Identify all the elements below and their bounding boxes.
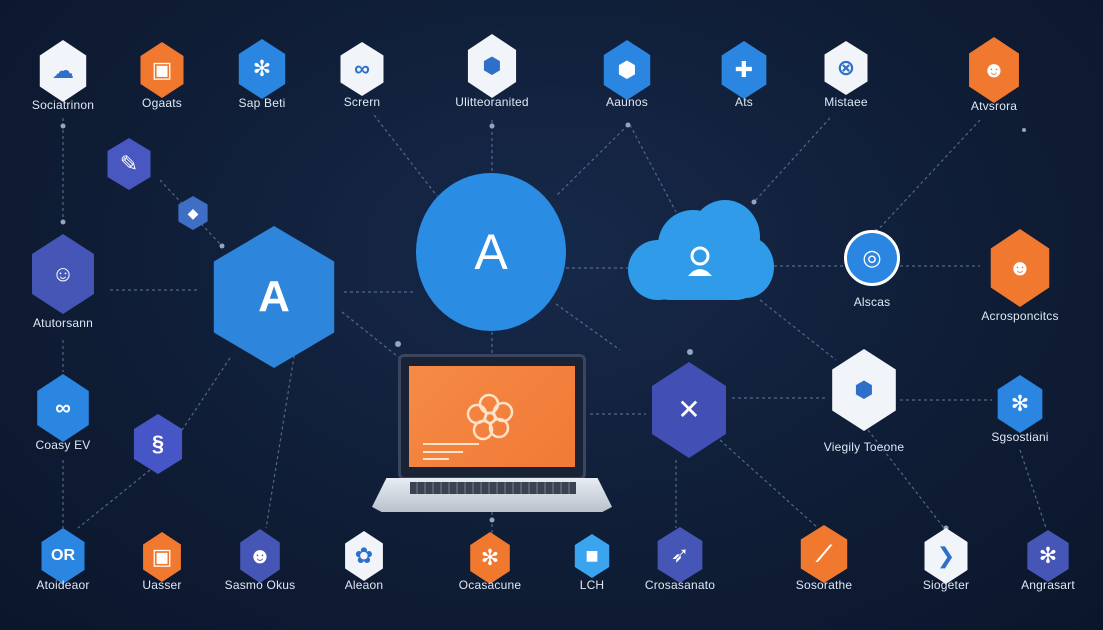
bottom-row-node-label: Ocasacune — [458, 578, 522, 592]
laptop-screen — [398, 354, 586, 480]
gear-icon: ✻ — [480, 545, 500, 570]
left-column-node-label: Coasy EV — [35, 438, 91, 452]
right-side-node-shape: ◎ — [844, 230, 900, 286]
small-node-indigo[interactable]: ✎ — [107, 138, 151, 190]
top-row-node-label: Atvsrora — [970, 99, 1018, 113]
top-row-node-label: Mistaee — [824, 95, 868, 109]
top-row-node-shape: ▣ — [140, 42, 184, 98]
face-icon: ☺ — [51, 261, 75, 286]
cloud-node[interactable] — [628, 200, 774, 304]
tools-icon: ✕ — [677, 394, 701, 425]
top-row-node-label: Ats — [735, 95, 753, 109]
top-row-node-shape: ⬢ — [603, 40, 651, 100]
cube-icon: ⬢ — [482, 53, 502, 78]
laptop-display — [409, 366, 575, 467]
bottom-row-node-label: Angrasart — [1021, 578, 1075, 592]
puzzle-icon: ✎ — [119, 151, 139, 176]
chain-icon: ⊗ — [836, 55, 856, 80]
small-node-indigo-2[interactable]: § — [133, 414, 183, 474]
small-node-blue[interactable]: ◆ — [178, 196, 208, 230]
square-icon: ■ — [585, 543, 599, 568]
right-side-node-label: Alscas — [853, 295, 891, 309]
top-row-node-label: Scrern — [343, 95, 381, 109]
top-row-node-label: Ogaats — [142, 96, 182, 110]
primary-hub-letter: A — [258, 272, 290, 321]
bottom-row-node-shape: ✻ — [470, 532, 510, 584]
top-row-node-label: Sociatrinon — [31, 98, 95, 112]
secondary-hub-letter: A — [474, 224, 508, 280]
secondary-hub[interactable]: A — [416, 173, 566, 331]
bottom-row-node-label: LCH — [579, 578, 605, 592]
chevron-icon: ❯ — [936, 543, 956, 568]
bottom-row-node-label: Atoideaor — [36, 578, 90, 592]
cube-icon: ⬢ — [854, 377, 874, 402]
right-side-node-label: Sgsostiani — [991, 430, 1049, 444]
right-side-node-shape: ⬢ — [832, 349, 896, 431]
top-row-node-label: Aaunos — [606, 95, 648, 109]
link-icon: ∞ — [354, 56, 370, 81]
gear-icon: ✻ — [1038, 543, 1058, 568]
or-icon: OR — [51, 547, 75, 564]
box-icon: ▣ — [151, 57, 173, 82]
person-icon: ☻ — [982, 57, 1006, 82]
flower-icon: ✿ — [354, 543, 374, 568]
bottom-row-node-label: Siogeter — [922, 578, 970, 592]
bottom-row-node-label: Sasmo Okus — [224, 578, 296, 592]
tools-node[interactable]: ✕ — [652, 362, 726, 458]
puzzle-icon: ✚ — [734, 57, 754, 82]
flower-icon — [423, 393, 514, 460]
person-icon — [682, 242, 718, 278]
top-row-node-shape: ☻ — [969, 37, 1019, 103]
bottom-row-node-shape: ✻ — [1027, 530, 1069, 582]
bottom-row-node-shape: ⟋ — [800, 525, 848, 583]
top-row-node-shape: ⊗ — [824, 41, 868, 95]
chart-icon: ⟋ — [816, 541, 832, 566]
gear-icon: ✻ — [252, 56, 272, 81]
top-row-node-label: Ulitteoranited — [455, 95, 529, 109]
bottom-row-node-label: Uasser — [142, 578, 182, 592]
circle-icon: ◎ — [862, 245, 882, 270]
right-side-node-label: Viegily Toeone — [823, 440, 905, 454]
cloud-person-icon: ☁ — [52, 58, 74, 83]
bottom-row-node-label: Aleaon — [344, 578, 384, 592]
left-column-node-label: Atutorsann — [32, 316, 94, 330]
bottom-row-node-label: Crosasanato — [644, 578, 716, 592]
swirl-icon: § — [151, 431, 165, 456]
bottom-row-node-label: Sosorathe — [795, 578, 853, 592]
person-icon: ☻ — [248, 543, 272, 568]
cube-icon: ◆ — [187, 204, 199, 221]
top-row-node-label: Sap Beti — [238, 96, 286, 110]
link-icon: ∞ — [55, 395, 71, 420]
right-side-node-label: Acrosponcitcs — [981, 309, 1059, 323]
laptop-keyboard — [410, 482, 576, 494]
left-column-node-shape: ∞ — [37, 374, 89, 442]
person-icon: ☻ — [1008, 255, 1032, 280]
gear-icon: ✻ — [1010, 391, 1030, 416]
box-icon: ▣ — [151, 544, 173, 569]
cube-icon: ⬢ — [617, 57, 637, 82]
bird-icon: ➶ — [670, 542, 690, 567]
